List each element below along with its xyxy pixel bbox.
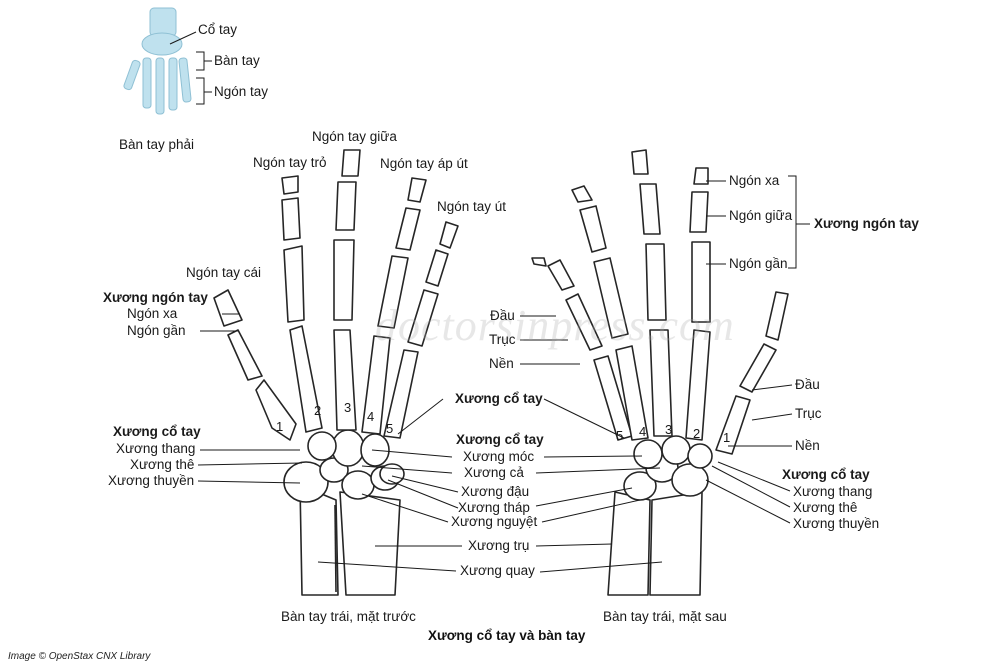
left-metacarpal-2: 2 bbox=[314, 403, 322, 418]
left-trapezoid: Xương thê bbox=[130, 457, 195, 472]
right-metacarpal-3: 3 bbox=[665, 422, 673, 437]
right-hand-caption: Bàn tay trái, mặt sau bbox=[603, 609, 727, 624]
right-metacarpal-shaft-right: Trục bbox=[795, 406, 822, 421]
right-phalanges-heading: Xương ngón tay bbox=[814, 216, 919, 231]
left-triquetrum: Xương tháp bbox=[458, 500, 530, 515]
left-scaphoid: Xương thuyền bbox=[108, 473, 195, 488]
left-metacarpal-1: 1 bbox=[276, 419, 284, 434]
left-hamate: Xương móc bbox=[463, 449, 535, 464]
left-metacarpal-4: 4 bbox=[367, 409, 375, 424]
right-metacarpal-base-left: Nền bbox=[489, 356, 514, 371]
thumb-label-wrist: Cổ tay bbox=[198, 22, 238, 37]
watermark: doctorsinpress.com bbox=[375, 301, 735, 350]
right-metacarpal-5: 5 bbox=[616, 428, 624, 443]
left-distal-phalanx: Ngón xa bbox=[127, 306, 178, 321]
leader-lines bbox=[169, 31, 810, 573]
right-proximal-phalanx: Ngón gần bbox=[729, 256, 788, 271]
right-hand-bones bbox=[531, 149, 789, 596]
right-metacarpal-1: 1 bbox=[723, 430, 731, 445]
left-carpal-heading: Xương cổ tay bbox=[113, 424, 201, 439]
label-middle-finger: Ngón tay giữa bbox=[312, 129, 397, 144]
left-radius: Xương quay bbox=[460, 563, 535, 578]
thumb-label-palm: Bàn tay bbox=[214, 53, 260, 68]
left-metacarpal-3: 3 bbox=[344, 400, 352, 415]
left-lunate: Xương nguyệt bbox=[451, 514, 538, 529]
left-trapezium: Xương thang bbox=[116, 441, 196, 456]
thumb-label-fingers: Ngón tay bbox=[214, 84, 269, 99]
right-trapezium: Xương thang bbox=[793, 484, 873, 499]
left-metacarpal-heading: Xương cổ tay bbox=[455, 391, 543, 406]
left-hand-bones bbox=[213, 149, 459, 596]
right-metacarpal-head-left: Đầu bbox=[490, 308, 515, 323]
figure-title: Xương cổ tay và bàn tay bbox=[428, 628, 586, 643]
image-credit: Image © OpenStax CNX Library bbox=[8, 651, 151, 662]
right-metacarpal-base-right: Nền bbox=[795, 438, 820, 453]
right-scaphoid: Xương thuyền bbox=[793, 516, 880, 531]
label-index-finger: Ngón tay trỏ bbox=[253, 155, 327, 170]
right-trapezoid: Xương thê bbox=[793, 500, 858, 515]
left-proximal-phalanx: Ngón gần bbox=[127, 323, 186, 338]
left-pisiform: Xương đậu bbox=[461, 484, 530, 499]
thumbnail-hand bbox=[123, 7, 192, 115]
right-distal-phalanx: Ngón xa bbox=[729, 173, 780, 188]
left-metacarpal-5: 5 bbox=[386, 421, 394, 436]
left-hand-caption: Bàn tay trái, mặt trước bbox=[281, 609, 416, 624]
right-metacarpal-head-right: Đầu bbox=[795, 377, 820, 392]
right-metacarpal-2: 2 bbox=[693, 426, 701, 441]
label-thumb: Ngón tay cái bbox=[186, 265, 262, 280]
left-ulna: Xương trụ bbox=[468, 538, 530, 553]
right-metacarpal-shaft-left: Trục bbox=[489, 332, 516, 347]
left-phalanges-heading: Xương ngón tay bbox=[103, 290, 208, 305]
right-carpal-heading: Xương cổ tay bbox=[782, 467, 870, 482]
left-capitate: Xương cả bbox=[464, 465, 524, 480]
right-middle-phalanx: Ngón giữa bbox=[729, 208, 793, 223]
label-ring-finger: Ngón tay áp út bbox=[380, 156, 468, 171]
right-metacarpal-4: 4 bbox=[639, 424, 647, 439]
thumb-caption: Bàn tay phải bbox=[119, 137, 195, 152]
left-carpal-heading-2: Xương cổ tay bbox=[456, 432, 544, 447]
label-little-finger: Ngón tay út bbox=[437, 199, 507, 214]
